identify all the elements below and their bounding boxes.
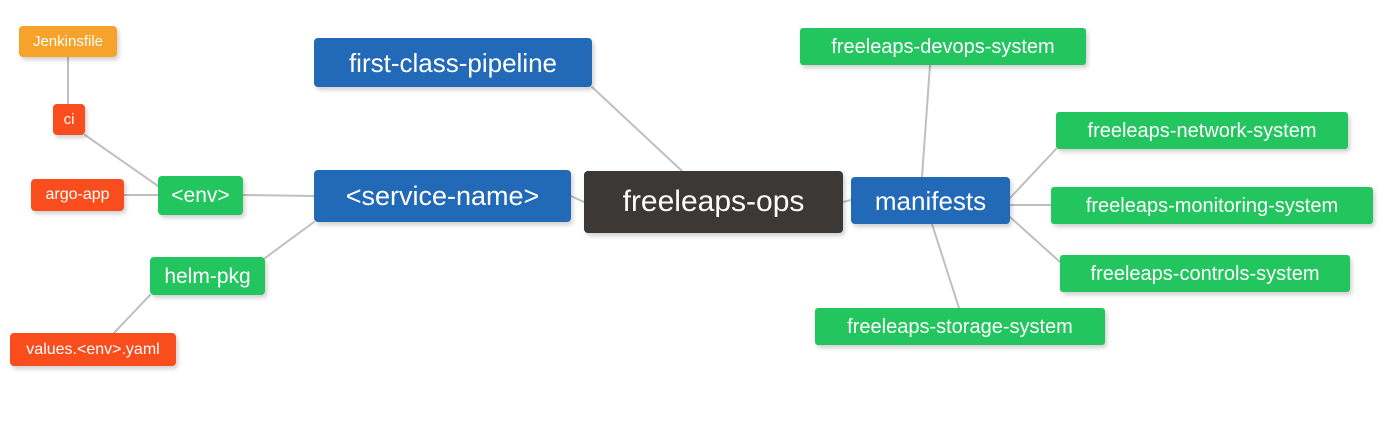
node-freeleaps-network-system[interactable]: freeleaps-network-system: [1056, 112, 1348, 149]
edge-root-to-service-name: [570, 195, 585, 203]
node-jenkinsfile[interactable]: Jenkinsfile: [19, 26, 117, 57]
edge-manifests-to-freeleaps-devops-system: [921, 64, 931, 178]
node-helm-pkg[interactable]: helm-pkg: [150, 257, 265, 295]
node-label-argo-app: argo-app: [45, 186, 110, 203]
edge-service-name-to-helm-pkg: [264, 221, 315, 259]
node-label-freeleaps-network-system: freeleaps-network-system: [1087, 119, 1317, 142]
node-label-ci: ci: [63, 111, 75, 128]
node-label-freeleaps-devops-system: freeleaps-devops-system: [831, 35, 1055, 58]
node-ci[interactable]: ci: [53, 104, 85, 135]
node-service-name[interactable]: <service-name>: [314, 170, 571, 222]
edge-manifests-to-freeleaps-storage-system: [931, 223, 960, 309]
edge-service-name-to-env: [242, 194, 315, 197]
edge-helm-pkg-to-values-env-yaml: [113, 294, 151, 334]
node-label-jenkinsfile: Jenkinsfile: [32, 33, 104, 50]
edge-manifests-to-freeleaps-network-system: [1009, 148, 1057, 199]
node-label-helm-pkg: helm-pkg: [164, 264, 251, 288]
node-freeleaps-storage-system[interactable]: freeleaps-storage-system: [815, 308, 1105, 345]
node-label-first-class-pipeline: first-class-pipeline: [348, 47, 558, 78]
node-label-freeleaps-storage-system: freeleaps-storage-system: [847, 315, 1073, 338]
node-freeleaps-monitoring-system[interactable]: freeleaps-monitoring-system: [1051, 187, 1373, 224]
node-first-class-pipeline[interactable]: first-class-pipeline: [314, 38, 592, 87]
node-freeleaps-controls-system[interactable]: freeleaps-controls-system: [1060, 255, 1350, 292]
node-label-values-env-yaml: values.<env>.yaml: [26, 340, 160, 358]
edge-root-to-first-class-pipeline: [591, 86, 683, 172]
node-label-env: <env>: [171, 184, 230, 207]
node-env[interactable]: <env>: [158, 176, 243, 215]
node-label-manifests: manifests: [874, 185, 987, 216]
node-values-env-yaml[interactable]: values.<env>.yaml: [10, 333, 176, 366]
node-root[interactable]: freeleaps-ops: [584, 171, 843, 233]
node-label-root: freeleaps-ops: [622, 185, 805, 218]
node-label-service-name: <service-name>: [345, 180, 540, 211]
node-argo-app[interactable]: argo-app: [31, 179, 124, 211]
node-label-freeleaps-monitoring-system: freeleaps-monitoring-system: [1085, 194, 1339, 217]
edge-root-to-manifests: [842, 199, 852, 203]
node-freeleaps-devops-system[interactable]: freeleaps-devops-system: [800, 28, 1086, 65]
node-label-freeleaps-controls-system: freeleaps-controls-system: [1090, 262, 1320, 285]
node-manifests[interactable]: manifests: [851, 177, 1010, 224]
